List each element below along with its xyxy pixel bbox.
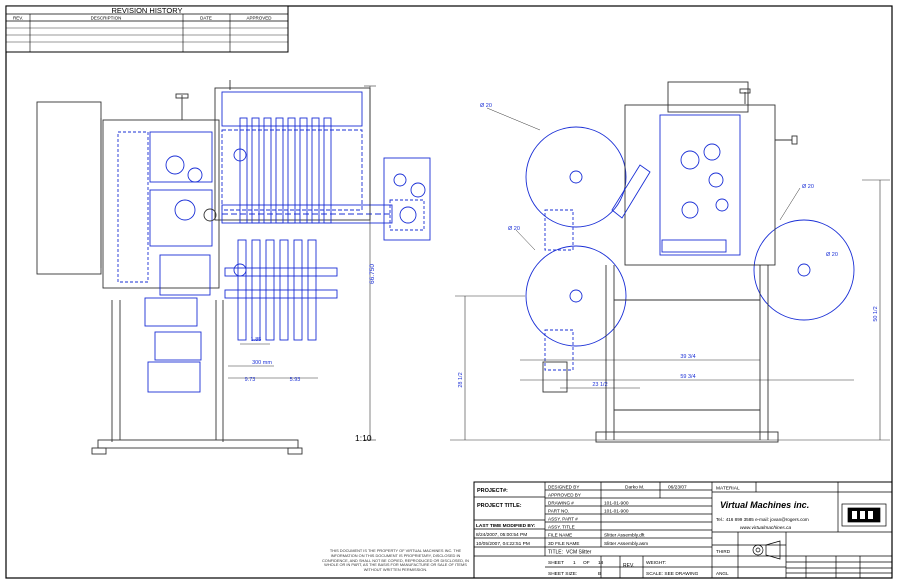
revision-col-rev: REV. [13, 16, 23, 21]
value-modified-2: 10/05/2007, 04:22:51 PM [476, 541, 530, 547]
company-name: Virtual Machines inc. [720, 500, 809, 510]
revision-col-date: DATE [200, 16, 212, 21]
label-title: TITLE: [548, 550, 563, 556]
label-scale: SCALE: SEE DRAWING [646, 571, 699, 577]
value-drawing-no: 101-01-900 [604, 501, 629, 507]
value-sheet-size: B [598, 571, 601, 577]
label-approved-by: APPROVED BY [548, 493, 581, 498]
label-project-title: PROJECT TITLE: [477, 503, 522, 509]
label-sheet-of: OF [583, 560, 590, 566]
sheet-border [5, 5, 893, 579]
label-assy-title: ASSY. TITLE [548, 525, 575, 530]
value-sheet-total: 18 [598, 560, 604, 566]
label-assy-part: ASSY. PART # [548, 517, 578, 522]
company-contact: Tel.: 416 899 3585 e-mail: jovan@rogers.… [716, 517, 809, 522]
side-dim-dia-top: Ø 20 [480, 103, 492, 109]
front-dim-d2: 9.73 [245, 377, 256, 383]
value-sheet-no: 1 [573, 560, 576, 566]
label-rev: REV. [623, 563, 634, 569]
side-dim-w2: 59 3/4 [680, 374, 695, 380]
label-material: MATERIAL [716, 486, 740, 492]
side-dim-dia-right-top: Ø 20 [802, 184, 814, 190]
label-third-angle: THIRD [716, 549, 731, 554]
front-dim-height: 66.750 [369, 264, 376, 284]
label-sheet-size: SHEET SIZE: [548, 571, 577, 577]
side-dim-h1: 28 1/2 [458, 372, 464, 387]
value-title: VCM Slitter [566, 550, 592, 556]
view-scale-label: 1:10 [355, 433, 372, 443]
side-view [450, 81, 890, 443]
value-part-no: 101-01-900 [604, 509, 629, 515]
side-dim-w1: 39 3/4 [680, 354, 695, 360]
revision-col-description: DESCRIPTION [91, 16, 122, 21]
label-model-file: 3D FILE NAME [548, 541, 579, 546]
value-model-file: Slitter Assembly.asm [604, 541, 648, 547]
side-dim-dia-left-mid: Ø 20 [508, 226, 520, 232]
side-dim-h2: 50 1/2 [873, 306, 879, 321]
front-dim-d1: 300 mm [252, 360, 272, 366]
label-weight: WEIGHT: [646, 560, 666, 566]
company-web: www.virtualmachines.ca [740, 525, 792, 531]
revision-history-table: REVISION HISTORY REV. DESCRIPTION DATE A… [5, 5, 289, 53]
label-last-modified: LAST TIME MODIFIED BY: [476, 523, 536, 529]
value-designed-by: Darko M. [625, 485, 644, 491]
side-dim-dia-right-mid: Ø 20 [826, 252, 838, 258]
revision-title: REVISION HISTORY [112, 6, 183, 15]
front-view [36, 80, 431, 455]
front-dim-d3: 5.93 [290, 377, 301, 383]
label-part-no: PART NO. [548, 509, 569, 514]
label-file-name: FILE NAME [548, 533, 572, 538]
label-drawing-no: DRAWING # [548, 501, 574, 506]
value-designed-date: 06/23/07 [668, 485, 687, 491]
proprietary-notice-wrap: THIS DOCUMENT IS THE PROPERTY OF VIRTUAL… [321, 549, 469, 573]
revision-col-approved: APPROVED [246, 16, 272, 21]
value-modified-1: 8/24/2007, 05:00:54 PM [476, 532, 527, 538]
proprietary-notice: THIS DOCUMENT IS THE PROPERTY OF VIRTUAL… [321, 549, 469, 573]
front-dim-d4: 1.85 [251, 337, 262, 343]
side-dim-w3: 23 1/2 [592, 382, 607, 388]
title-block [473, 481, 893, 579]
label-sheet: SHEET [548, 560, 564, 566]
label-angle: ANGL [716, 571, 729, 576]
label-project: PROJECT#: [477, 488, 508, 494]
value-file-name: Slitter Assembly.dft [604, 533, 645, 539]
label-designed-by: DESIGNED BY [548, 485, 579, 490]
